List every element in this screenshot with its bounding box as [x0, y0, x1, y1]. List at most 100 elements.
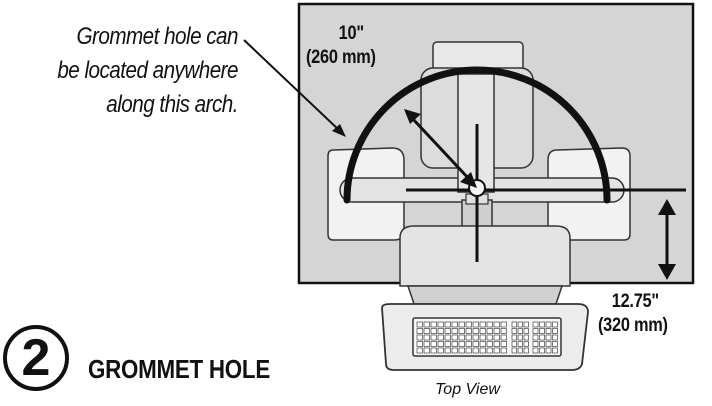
keyboard-key — [444, 334, 451, 341]
keyboard-key — [552, 328, 558, 334]
keyboard-key — [430, 321, 437, 328]
keyboard-key — [472, 341, 479, 347]
keyboard-key — [511, 328, 517, 334]
step-number-badge: 2 — [3, 325, 69, 391]
keyboard-key — [465, 328, 472, 334]
keyboard-tray-neck — [406, 285, 564, 305]
keyboard-key — [423, 321, 430, 328]
keyboard-key — [430, 347, 437, 354]
keyboard-key — [539, 341, 545, 347]
radius-metric: (260 mm) — [306, 47, 376, 68]
keyboard-key — [451, 341, 458, 347]
radius-imperial: 10" — [338, 23, 364, 44]
keyboard-key — [517, 328, 523, 334]
keyboard-key — [532, 321, 539, 328]
keyboard-key — [486, 321, 493, 328]
keyboard-keys — [416, 321, 558, 354]
keyboard-key — [472, 328, 479, 334]
keyboard-key — [545, 347, 552, 354]
keyboard-key — [486, 347, 493, 354]
keyboard-key — [437, 334, 444, 341]
keyboard-key — [465, 341, 472, 347]
keyboard-key — [479, 341, 486, 347]
callout-leader — [243, 39, 346, 137]
keyboard-key — [511, 347, 517, 354]
keyboard-key — [523, 321, 529, 328]
keyboard-key — [500, 341, 507, 347]
keyboard-key — [451, 347, 458, 354]
keyboard-key — [444, 328, 451, 334]
offset-metric: (320 mm) — [598, 315, 668, 336]
keyboard-key — [500, 334, 507, 341]
keyboard-key — [523, 347, 529, 354]
keyboard-key — [532, 334, 539, 341]
keyboard-key — [523, 328, 529, 334]
keyboard-key — [416, 341, 423, 347]
step-title: GROMMET HOLE — [88, 354, 270, 384]
grommet-callout-text: Grommet hole can be located anywhere alo… — [32, 20, 238, 122]
keyboard-key — [545, 334, 552, 341]
keyboard-key — [416, 328, 423, 334]
keyboard-key — [416, 347, 423, 354]
keyboard-key — [517, 347, 523, 354]
keyboard-key — [437, 341, 444, 347]
keyboard-key — [532, 341, 539, 347]
keyboard-key — [458, 347, 465, 354]
keyboard-key — [451, 334, 458, 341]
keyboard-key — [511, 334, 517, 341]
keyboard-key — [517, 334, 523, 341]
keyboard-key — [517, 341, 523, 347]
keyboard-key — [458, 341, 465, 347]
keyboard-key — [444, 341, 451, 347]
keyboard-key — [430, 334, 437, 341]
keyboard-key — [437, 328, 444, 334]
keyboard-key — [500, 328, 507, 334]
keyboard-key — [458, 334, 465, 341]
keyboard-key — [517, 321, 523, 328]
keyboard-key — [545, 328, 552, 334]
keyboard-key — [511, 341, 517, 347]
keyboard-key — [472, 347, 479, 354]
keyboard-key — [493, 341, 500, 347]
keyboard-key — [552, 341, 558, 347]
keyboard-key — [479, 321, 486, 328]
keyboard-key — [465, 347, 472, 354]
keyboard-key — [430, 341, 437, 347]
keyboard-key — [523, 341, 529, 347]
keyboard-key — [500, 347, 507, 354]
keyboard-key — [539, 334, 545, 341]
radius-dimension-label: 10" (260 mm) — [306, 22, 376, 70]
keyboard-key — [479, 328, 486, 334]
keyboard-key — [416, 321, 423, 328]
radius-arrow — [404, 109, 477, 188]
keyboard-key — [511, 321, 517, 328]
keyboard-key — [423, 334, 430, 341]
keyboard-key — [552, 347, 558, 354]
keyboard-key — [493, 328, 500, 334]
keyboard-tray-mount — [399, 225, 571, 287]
keyboard-key — [493, 321, 500, 328]
callout-line-3: along this arch. — [106, 91, 238, 118]
keyboard-key — [437, 321, 444, 328]
keyboard-key — [500, 321, 507, 328]
keyboard-key — [423, 341, 430, 347]
keyboard-key — [472, 334, 479, 341]
keyboard-key — [423, 347, 430, 354]
keyboard-key — [486, 334, 493, 341]
offset-dimension-label: 12.75" (320 mm) — [598, 290, 701, 338]
keyboard-key — [472, 321, 479, 328]
keyboard-key — [423, 328, 430, 334]
offset-imperial: 12.75" — [611, 291, 659, 312]
callout-line-2: be located anywhere — [57, 57, 238, 84]
keyboard-key — [451, 328, 458, 334]
callout-line-1: Grommet hole can — [76, 23, 238, 50]
keyboard-key — [486, 328, 493, 334]
keyboard-key — [493, 347, 500, 354]
view-label: Top View — [435, 381, 500, 398]
keyboard-key — [545, 341, 552, 347]
keyboard-key — [493, 334, 500, 341]
keyboard-key — [430, 328, 437, 334]
offset-arrow — [658, 199, 676, 280]
keyboard-key — [552, 321, 558, 328]
